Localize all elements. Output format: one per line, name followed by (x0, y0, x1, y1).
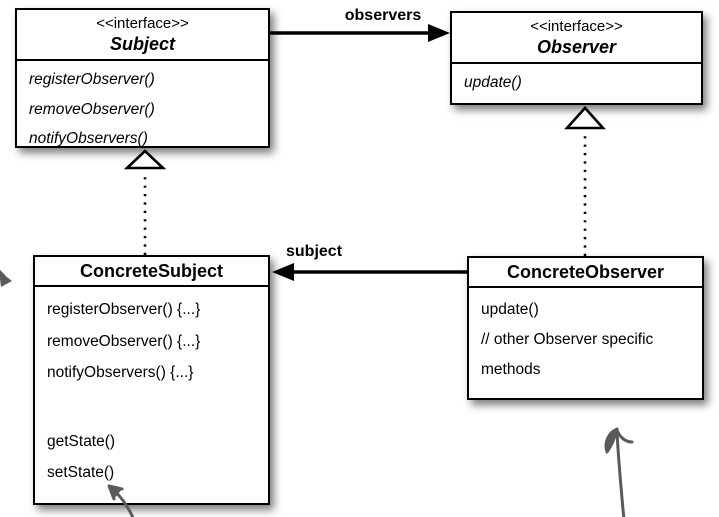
class-name-concrete-subject: ConcreteSubject (79, 261, 224, 281)
concrete-subject-realization-triangle-icon (123, 149, 167, 170)
observers-arrowhead-icon (428, 24, 450, 42)
method-list-subject: registerObserver() removeObserver() noti… (17, 61, 268, 154)
method-remove-observer-impl: removeObserver() {...} (47, 332, 201, 350)
method-list-observer: update() (452, 64, 701, 97)
class-header-concrete-subject: ConcreteSubject (35, 257, 268, 287)
class-box-concrete-subject: ConcreteSubject registerObserver() {...}… (33, 255, 270, 505)
method-list-concrete-observer: update() // other Observer specific meth… (469, 288, 702, 385)
concrete-observer-annotation-arrowhead-barb-icon (615, 428, 634, 444)
stereotype-label: <<interface>> (96, 15, 189, 32)
method-remove-observer: removeObserver() (29, 100, 155, 118)
method-update-impl: update() (481, 301, 539, 318)
method-notify-observers-impl: notifyObservers() {...} (47, 364, 194, 381)
method-list-concrete-subject: registerObserver() {...} removeObserver(… (35, 287, 268, 489)
class-box-subject: <<interface>> Subject registerObserver()… (15, 8, 270, 148)
class-name-concrete-observer: ConcreteObserver (506, 262, 665, 282)
class-header-concrete-observer: ConcreteObserver (469, 258, 702, 288)
subject-arrowhead-icon (272, 263, 294, 281)
concrete-observer-annotation-arrowhead-icon (604, 427, 619, 454)
class-name-subject: Subject (109, 34, 175, 54)
concrete-observer-realization-triangle-icon (564, 106, 606, 130)
method-register-observer-impl: registerObserver() {...} (47, 301, 201, 318)
subject-association-label: subject (286, 243, 343, 260)
concrete-observer-annotation-arrow (615, 429, 626, 517)
class-box-observer: <<interface>> Observer update() (450, 11, 703, 105)
method-update: update() (464, 74, 522, 91)
method-get-state: getState() (47, 432, 116, 450)
offscreen-annotation-arrowhead-icon (0, 271, 12, 287)
method-notify-observers: notifyObservers() (29, 130, 148, 147)
method-set-state: setState() (47, 464, 115, 481)
method-register-observer: registerObserver() (29, 71, 155, 88)
comment-other-observer-specific: // other Observer specific (481, 331, 654, 348)
stereotype-label: <<interface>> (530, 18, 623, 35)
observers-association-label: observers (344, 7, 422, 24)
class-box-concrete-observer: ConcreteObserver update() // other Obser… (467, 256, 704, 400)
class-name-observer: Observer (536, 37, 617, 57)
comment-methods: methods (481, 361, 541, 378)
class-header-subject: <<interface>> Subject (17, 10, 268, 61)
class-header-observer: <<interface>> Observer (452, 13, 701, 64)
offscreen-annotation-arrow (0, 269, 6, 278)
